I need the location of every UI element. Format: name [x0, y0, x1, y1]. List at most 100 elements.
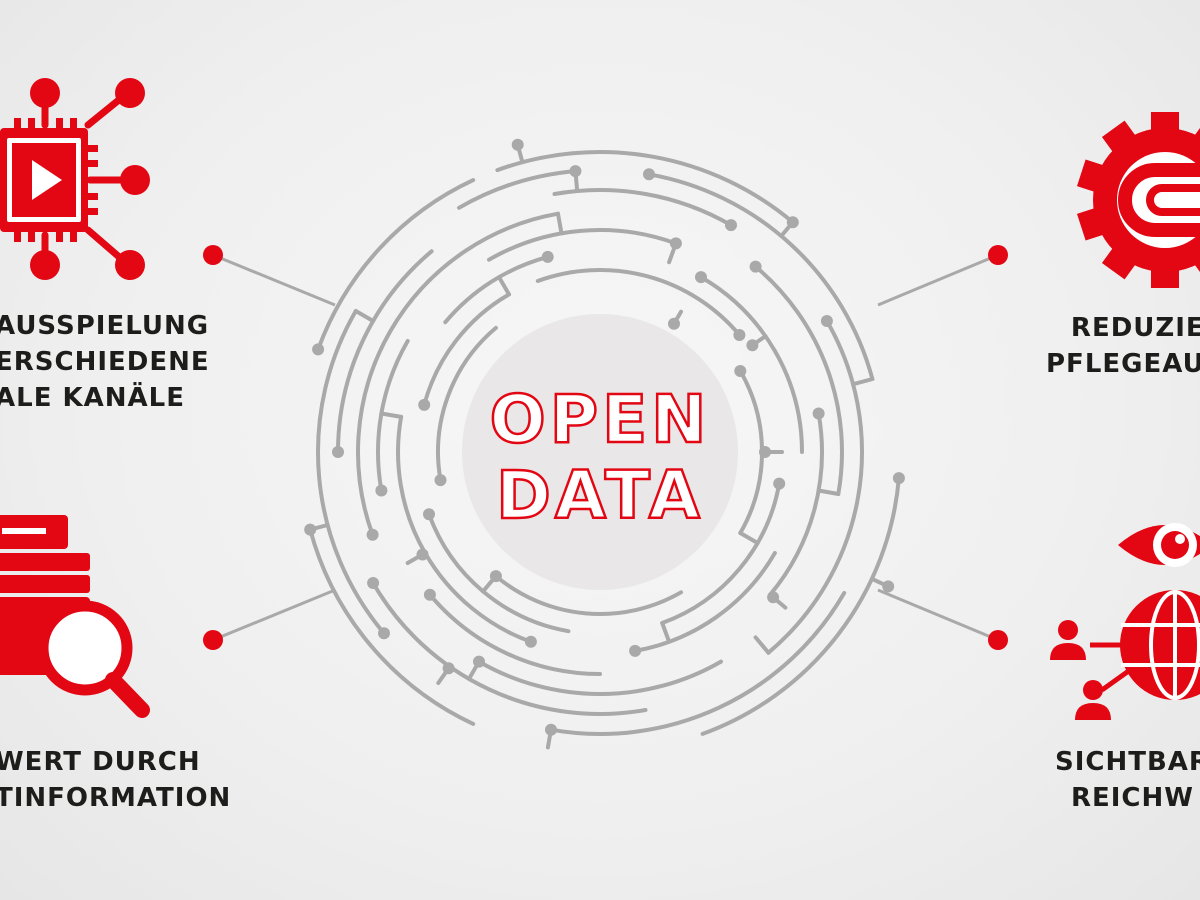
circuit-node	[378, 627, 390, 640]
circuit-trace	[487, 228, 678, 262]
circuit-node	[734, 365, 747, 377]
circuit-trace	[556, 211, 564, 236]
feature-label-top-right: REDUZIE PFLEGEAU	[1046, 310, 1200, 382]
eye-globe-network-icon	[1050, 523, 1200, 720]
feature-label-line: WERT DURCH	[0, 747, 201, 777]
circuit-node	[820, 315, 833, 327]
circuit-trace	[647, 172, 875, 381]
connector-dot-top-right	[988, 245, 1008, 265]
circuit-node	[786, 216, 799, 229]
connector-top-left	[212, 253, 336, 307]
circuit-trace	[851, 377, 875, 387]
circuit-node	[892, 472, 905, 485]
feature-label-line: SICHTBAR	[1055, 747, 1200, 777]
circuit-node	[746, 339, 759, 352]
circuit-trace	[422, 292, 511, 407]
feature-label-line: ERSCHIEDENE	[0, 347, 210, 377]
circuit-trace	[753, 635, 771, 655]
circuit-trace	[443, 254, 550, 325]
circuit-node	[733, 329, 746, 341]
circuit-rings	[308, 142, 901, 750]
circuit-trace	[457, 169, 578, 210]
circuit-node	[511, 138, 524, 151]
circuit-trace	[436, 325, 498, 483]
feature-label-top-left: AUSSPIELUNG ERSCHIEDENE ALE KANÄLE	[0, 308, 210, 416]
document-search-icon	[0, 515, 150, 718]
connectors	[212, 253, 999, 642]
circuit-trace	[753, 264, 844, 496]
circuit-node	[367, 577, 380, 589]
circuit-node	[375, 484, 388, 497]
circuit-node	[366, 528, 379, 541]
circuit-node	[442, 662, 455, 675]
circuit-trace	[356, 211, 560, 537]
circuit-node	[695, 271, 707, 284]
circuit-node	[882, 580, 895, 593]
circuit-nodes	[304, 138, 905, 736]
connector-bottom-left	[212, 588, 336, 642]
circuit-node	[423, 508, 435, 521]
feature-label-line: PFLEGEAU	[1046, 349, 1200, 379]
circuit-node	[418, 398, 431, 411]
circuit-node	[767, 591, 780, 604]
circuit-trace	[493, 574, 683, 616]
circuit-trace	[660, 621, 672, 644]
circuit-trace	[552, 188, 733, 228]
connector-dot-bottom-left	[203, 630, 223, 650]
circuit-trace	[316, 178, 476, 352]
circuit-trace	[816, 488, 841, 496]
circuit-node	[643, 168, 655, 181]
circuit-node	[416, 548, 429, 561]
circuit-trace	[353, 309, 376, 323]
circuit-trace	[633, 551, 777, 653]
circuit-node	[773, 477, 786, 490]
center-disc	[462, 314, 738, 590]
circuit-trace	[660, 481, 782, 625]
connector-bottom-right	[877, 588, 999, 642]
circuit-node	[759, 446, 771, 458]
feature-label-line: ALE KANÄLE	[0, 383, 185, 413]
circuit-node	[434, 474, 447, 487]
feature-label-line: REICHW	[1070, 783, 1194, 813]
center-title-line2: DATA	[496, 457, 704, 534]
feature-label-line: TINFORMATION	[0, 783, 232, 813]
circuit-trace	[495, 150, 795, 225]
video-chip-icon	[0, 78, 150, 280]
circuit-trace	[308, 527, 476, 726]
circuit-trace	[535, 268, 742, 337]
circuit-node	[524, 635, 537, 648]
circuit-node	[725, 219, 737, 232]
connector-top-right	[877, 253, 999, 307]
circuit-node	[668, 317, 680, 330]
circuit-node	[332, 446, 344, 458]
feature-label-bottom-right: SICHTBAR REICHW	[1055, 744, 1200, 816]
circuit-node	[541, 250, 554, 263]
circuit-trace	[371, 581, 648, 716]
circuit-trace	[379, 411, 404, 419]
gear-link-icon	[1076, 112, 1200, 288]
connector-dot-top-left	[203, 245, 223, 265]
circuit-node	[812, 407, 825, 420]
circuit-node	[312, 343, 325, 356]
circuit-trace	[700, 476, 901, 736]
circuit-node	[569, 165, 582, 178]
circuit-trace	[427, 592, 602, 676]
circuit-trace	[768, 411, 824, 597]
circuit-trace	[699, 275, 804, 454]
circuit-trace	[738, 369, 765, 535]
circuit-node	[473, 655, 485, 668]
circuit-trace	[549, 591, 847, 736]
circuit-trace	[738, 531, 760, 545]
circuit-node	[669, 237, 682, 250]
feature-label-line: REDUZIE	[1070, 313, 1200, 343]
circuit-trace	[497, 275, 511, 297]
circuit-node	[304, 523, 317, 536]
circuit-node	[545, 723, 557, 736]
feature-label-bottom-left: WERT DURCH TINFORMATION	[0, 744, 231, 816]
circuit-node	[423, 588, 436, 601]
connector-dot-bottom-right	[988, 630, 1008, 650]
circuit-trace	[766, 319, 864, 655]
circuit-trace	[316, 309, 386, 636]
circuit-node	[489, 570, 502, 583]
